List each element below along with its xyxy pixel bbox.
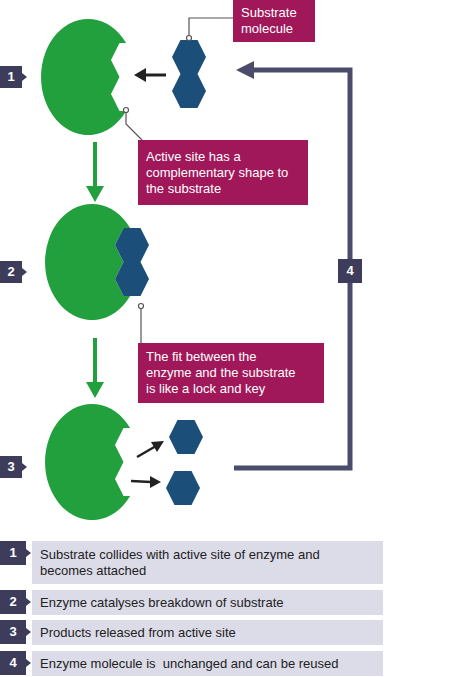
- callout-box: Active site has a complementary shape to…: [138, 140, 308, 205]
- enzyme: [41, 19, 126, 135]
- callout-box: Substrate molecule: [233, 0, 315, 42]
- step-number: 2: [0, 261, 22, 283]
- key-number: 2: [0, 590, 26, 614]
- text-wrap: Products released from active site: [40, 625, 236, 641]
- text-wrap: 1: [9, 545, 16, 561]
- enzyme: [45, 204, 130, 320]
- key-number-text: 4: [9, 655, 16, 671]
- product-hexagon: [169, 420, 203, 454]
- text-wrap: 4: [9, 655, 16, 671]
- text-wrap: Enzyme catalyses breakdown of substrate: [40, 595, 284, 611]
- substrate-hexagon: [115, 228, 149, 262]
- key-number: 4: [0, 651, 26, 675]
- callout-box: The fit between the enzyme and the subst…: [138, 343, 324, 403]
- text-wrap: Active site has a complementary shape to…: [146, 149, 300, 197]
- text-wrap: 2: [9, 594, 16, 610]
- key-number-text: 1: [9, 545, 16, 561]
- key-text-text: Enzyme molecule is unchanged and can be …: [40, 656, 338, 672]
- step-number: 4: [338, 259, 362, 283]
- step-arrow-head: [86, 186, 104, 202]
- step-arrow-head: [86, 382, 104, 398]
- release-arrow-line: [137, 446, 156, 457]
- step-number: 3: [0, 456, 22, 478]
- substrate-hexagon: [115, 262, 149, 296]
- leader-line: [140, 306, 141, 343]
- text-wrap: Enzyme molecule is unchanged and can be …: [40, 656, 338, 672]
- leader-dot: [124, 108, 129, 113]
- key-number: 3: [0, 620, 26, 644]
- text-wrap: 3: [7, 459, 14, 475]
- key-text: Substrate collides with active site of e…: [32, 541, 383, 584]
- release-arrow-line: [131, 481, 151, 482]
- substrate-hexagon: [172, 74, 206, 108]
- step-number-text: 1: [7, 69, 14, 85]
- step-number-text: 4: [346, 263, 353, 279]
- callout-box-text: Active site has a complementary shape to…: [146, 149, 300, 197]
- product-hexagon: [166, 471, 200, 505]
- key-text-text: Enzyme catalyses breakdown of substrate: [40, 595, 284, 611]
- text-wrap: 3: [9, 624, 16, 640]
- leader-line: [189, 18, 233, 38]
- key-number-text: 3: [9, 624, 16, 640]
- leader-line: [126, 110, 142, 140]
- leader-dot: [139, 304, 144, 309]
- text-wrap: Substrate molecule: [241, 5, 307, 37]
- key-number-text: 2: [9, 594, 16, 610]
- callout-box-text: The fit between the enzyme and the subst…: [146, 349, 302, 397]
- key-text: Enzyme catalyses breakdown of substrate: [32, 590, 383, 615]
- key-text: Products released from active site: [32, 620, 383, 645]
- key-text-text: Products released from active site: [40, 625, 236, 641]
- key-number: 1: [0, 541, 26, 565]
- callout-box-text: Substrate molecule: [241, 5, 307, 37]
- release-arrow-head: [150, 476, 161, 488]
- text-wrap: 4: [346, 263, 353, 279]
- release-arrow-head: [151, 441, 164, 452]
- key-text: Enzyme molecule is unchanged and can be …: [32, 651, 383, 676]
- approach-arrow-head: [134, 68, 146, 82]
- enzyme: [45, 404, 130, 520]
- step-number-text: 3: [7, 459, 14, 475]
- loop-arrow-head: [236, 61, 254, 79]
- leader-dot: [187, 36, 192, 41]
- text-wrap: Substrate collides with active site of e…: [40, 547, 375, 579]
- step-arrow-line: [93, 142, 97, 188]
- text-wrap: 2: [7, 264, 14, 280]
- text-wrap: The fit between the enzyme and the subst…: [146, 349, 302, 397]
- key-text-text: Substrate collides with active site of e…: [40, 547, 375, 579]
- approach-arrow-line: [144, 74, 166, 77]
- text-wrap: 1: [7, 69, 14, 85]
- step-arrow-line: [93, 338, 97, 384]
- step-number: 1: [0, 66, 22, 88]
- loop-arrow-line: [234, 70, 350, 468]
- step-number-text: 2: [7, 264, 14, 280]
- substrate-hexagon: [172, 40, 206, 74]
